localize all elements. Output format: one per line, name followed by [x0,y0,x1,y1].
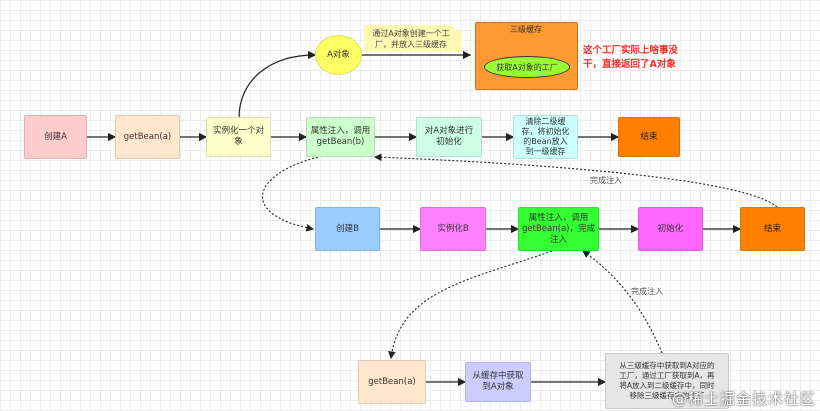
node-a-object: A对象 [315,35,362,75]
node-init-a: 对A对象进行 初始化 [416,117,482,157]
edge-label-done-inject-2: 完成注入 [631,287,663,296]
cache3-title: 三级缓存 [510,25,542,34]
note-factory: 这个工厂实际上啥事没 干，直接返回了A对象 [583,45,679,70]
node-clear-cache2: 清除二级缓 存，将初始化 的Bean放入 到一级缓存 [513,115,578,159]
edge-label-done-inject-1: 完成注入 [590,176,622,185]
node-from-cache: 从缓存中获取 到A对象 [465,362,531,402]
edge-inject-b-to-getbean-a2 [388,250,553,360]
node-create-a: 创建A [24,115,87,159]
watermark: @稀土掘金技术社区 [671,390,816,408]
node-cache-desc: 从三级缓存中获取到A对应的 工厂，通过工厂获取到A，再 将A放入到二级缓存中，同… [605,353,729,409]
node-instantiate-b: 实例化B [420,207,486,251]
node-getbean-a: getBean(a) [115,115,180,159]
node-init-b: 初始化 [638,207,703,251]
callout-create-factory: 通过A对象创建一个工 厂，并放入三级缓存 [364,25,462,52]
edge-inject-to-create-b [262,156,319,232]
node-end-b: 结束 [740,207,805,251]
edge-end-b-to-inject [373,153,778,208]
node-create-b: 创建B [315,207,380,251]
edge-instantiate-to-a-object [238,50,317,119]
node-inject-b: 属性注入，调用 getBean(a)，完成 注入 [518,207,599,251]
node-end-a: 结束 [618,117,680,157]
node-instantiate: 实例化一个对 象 [206,117,271,157]
node-factory: 获取A对象的工厂 [484,56,570,78]
node-inject-getbean-b: 属性注入，调用 getBean(b) [306,117,375,157]
node-getbean-a2: getBean(a) [358,360,426,404]
edge-desc-to-inject-b [582,250,663,354]
